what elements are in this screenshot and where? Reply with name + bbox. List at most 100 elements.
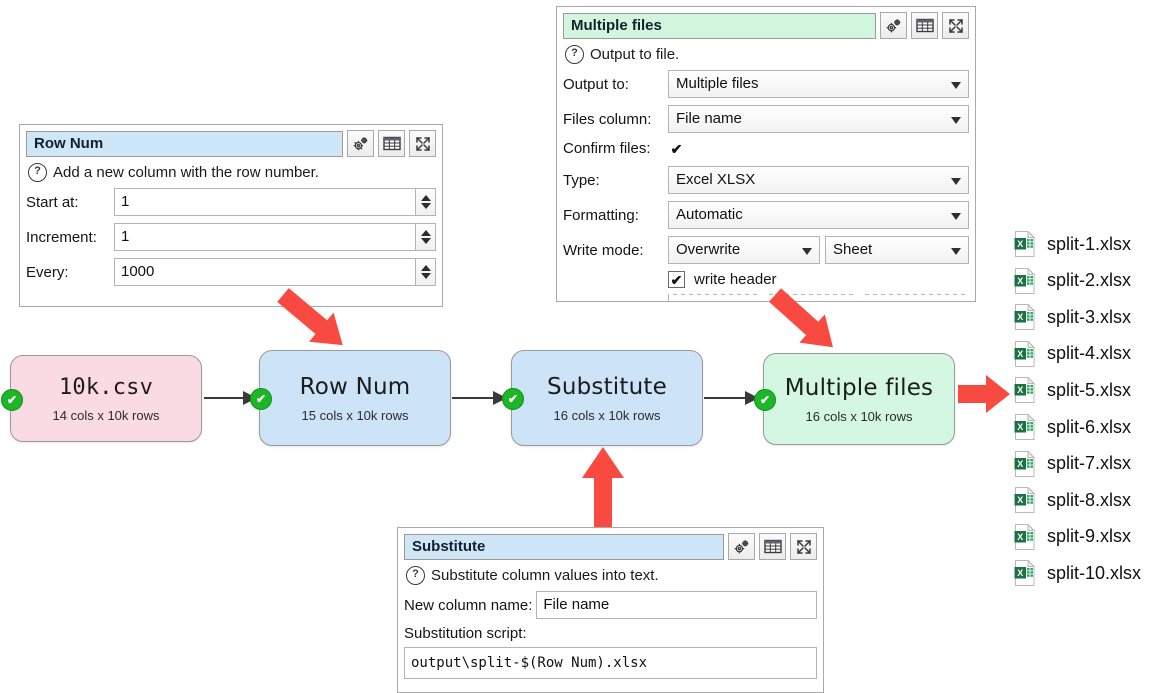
field-start-at[interactable]: Start at: 1 (26, 188, 436, 216)
output-to-value: Multiple files (676, 75, 759, 92)
annotation-arrow-substitute (582, 447, 624, 527)
help-icon[interactable]: ? (565, 45, 584, 64)
svg-text:X: X (1017, 422, 1023, 432)
help-icon[interactable]: ? (28, 163, 47, 182)
new-column-name-input[interactable]: File name (536, 591, 817, 619)
type-select[interactable]: Excel XLSX (668, 166, 969, 194)
increment-input[interactable]: 1 (114, 223, 416, 251)
file-name-label: split-9.xlsx (1047, 526, 1132, 547)
panel-title-input[interactable]: Row Num (26, 130, 343, 157)
files-column-select[interactable]: File name (668, 105, 969, 133)
field-every[interactable]: Every: 1000 (26, 258, 436, 286)
gears-icon-svg (353, 136, 368, 150)
field-type[interactable]: Type: Excel XLSX (563, 166, 969, 194)
field-label: Substitution script: (404, 625, 527, 642)
panel-header: Multiple files (563, 12, 969, 39)
svg-text:X: X (1017, 495, 1023, 505)
svg-text:X: X (1017, 532, 1023, 542)
panel-description: ? Add a new column with the row number. (28, 160, 436, 185)
excel-file-icon: X (1014, 304, 1036, 331)
panel-substitute[interactable]: Substitute (397, 527, 824, 693)
field-label: Every: (26, 263, 69, 281)
excel-file-icon: X (1014, 414, 1036, 440)
table-icon[interactable] (378, 130, 405, 157)
file-name-label: split-8.xlsx (1047, 489, 1132, 510)
expand-icon[interactable] (409, 130, 436, 157)
gears-icon[interactable] (728, 533, 755, 560)
chevron-down-icon (951, 82, 961, 89)
annotation-arrow-output (958, 375, 1010, 413)
every-stepper[interactable] (416, 258, 436, 286)
write-mode-select[interactable]: Overwrite (668, 236, 820, 264)
table-icon[interactable] (911, 12, 938, 39)
field-output-to[interactable]: Output to: Multiple files (563, 70, 969, 98)
panel-title-input[interactable]: Multiple files (563, 12, 876, 39)
table-icon[interactable] (759, 533, 786, 560)
expand-icon[interactable] (942, 12, 969, 39)
panel-clipped-edge (398, 685, 823, 692)
field-increment[interactable]: Increment: 1 (26, 223, 436, 251)
expand-icon-svg (796, 539, 811, 554)
panel-title-input[interactable]: Substitute (404, 533, 724, 560)
svg-text:X: X (1017, 239, 1023, 249)
write-header-checkbox[interactable]: ✔ (668, 271, 685, 288)
increment-stepper[interactable] (416, 223, 436, 251)
start-at-input[interactable]: 1 (114, 188, 416, 216)
chevron-down-icon (951, 178, 961, 185)
file-name-label: split-6.xlsx (1047, 416, 1132, 437)
every-input[interactable]: 1000 (114, 258, 416, 286)
formatting-select[interactable]: Automatic (668, 201, 969, 229)
gears-icon[interactable] (880, 12, 907, 39)
label-substitution-script: Substitution script: (404, 625, 817, 642)
file-name-label: split-1.xlsx (1047, 233, 1132, 254)
flow-node-row-num[interactable]: ✔ Row Num 15 cols x 10k rows (250, 350, 451, 446)
flow-node-source[interactable]: ✔ 10k.csv 14 cols x 10k rows (1, 355, 202, 442)
panel-header: Substitute (404, 533, 817, 560)
field-write-header[interactable]: ✔ write header (563, 271, 969, 288)
panel-row-num[interactable]: Row Num (19, 124, 443, 307)
expand-icon[interactable] (790, 533, 817, 560)
flow-node-substitute[interactable]: ✔ Substitute 16 cols x 10k rows (502, 350, 703, 446)
output-to-select[interactable]: Multiple files (668, 70, 969, 98)
field-new-column-name[interactable]: New column name: File name (404, 591, 817, 619)
gears-icon-svg (734, 539, 749, 553)
field-label: Formatting: (563, 206, 639, 224)
excel-file-icon: X (1014, 487, 1036, 514)
file-name-label: split-5.xlsx (1047, 379, 1132, 400)
excel-file-icon: X (1014, 267, 1036, 294)
gears-icon[interactable] (347, 130, 374, 157)
write-mode-target-value: Sheet (833, 241, 873, 258)
field-label: Start at: (26, 193, 79, 211)
confirm-files-checkbox[interactable]: ✔ (668, 140, 685, 157)
expand-icon-svg (415, 136, 430, 151)
status-ok-icon: ✔ (502, 388, 524, 410)
field-label: Increment: (26, 228, 97, 246)
field-formatting[interactable]: Formatting: Automatic (563, 201, 969, 229)
panel-multiple-files[interactable]: Multiple files (556, 6, 976, 302)
write-header-label: write header (694, 271, 777, 288)
panel-description: ? Output to file. (565, 42, 969, 67)
panel-clipped-edge (20, 299, 442, 306)
help-icon[interactable]: ? (406, 566, 425, 585)
svg-text:X: X (1017, 386, 1023, 396)
substitution-script-editor[interactable]: output\split-$(Row Num).xlsx (404, 647, 817, 679)
field-label: Type: (563, 171, 600, 189)
start-at-stepper[interactable] (416, 188, 436, 216)
flow-node-multiple-files[interactable]: ✔ Multiple files 16 cols x 10k rows (754, 353, 955, 445)
field-write-mode[interactable]: Write mode: Overwrite Sheet (563, 236, 969, 264)
write-mode-target-select[interactable]: Sheet (825, 236, 969, 264)
field-files-column[interactable]: Files column: File name (563, 105, 969, 133)
file-name-label: split-7.xlsx (1047, 453, 1132, 474)
gears-icon-svg (886, 18, 901, 32)
field-confirm-files[interactable]: Confirm files: ✔ (563, 140, 969, 157)
